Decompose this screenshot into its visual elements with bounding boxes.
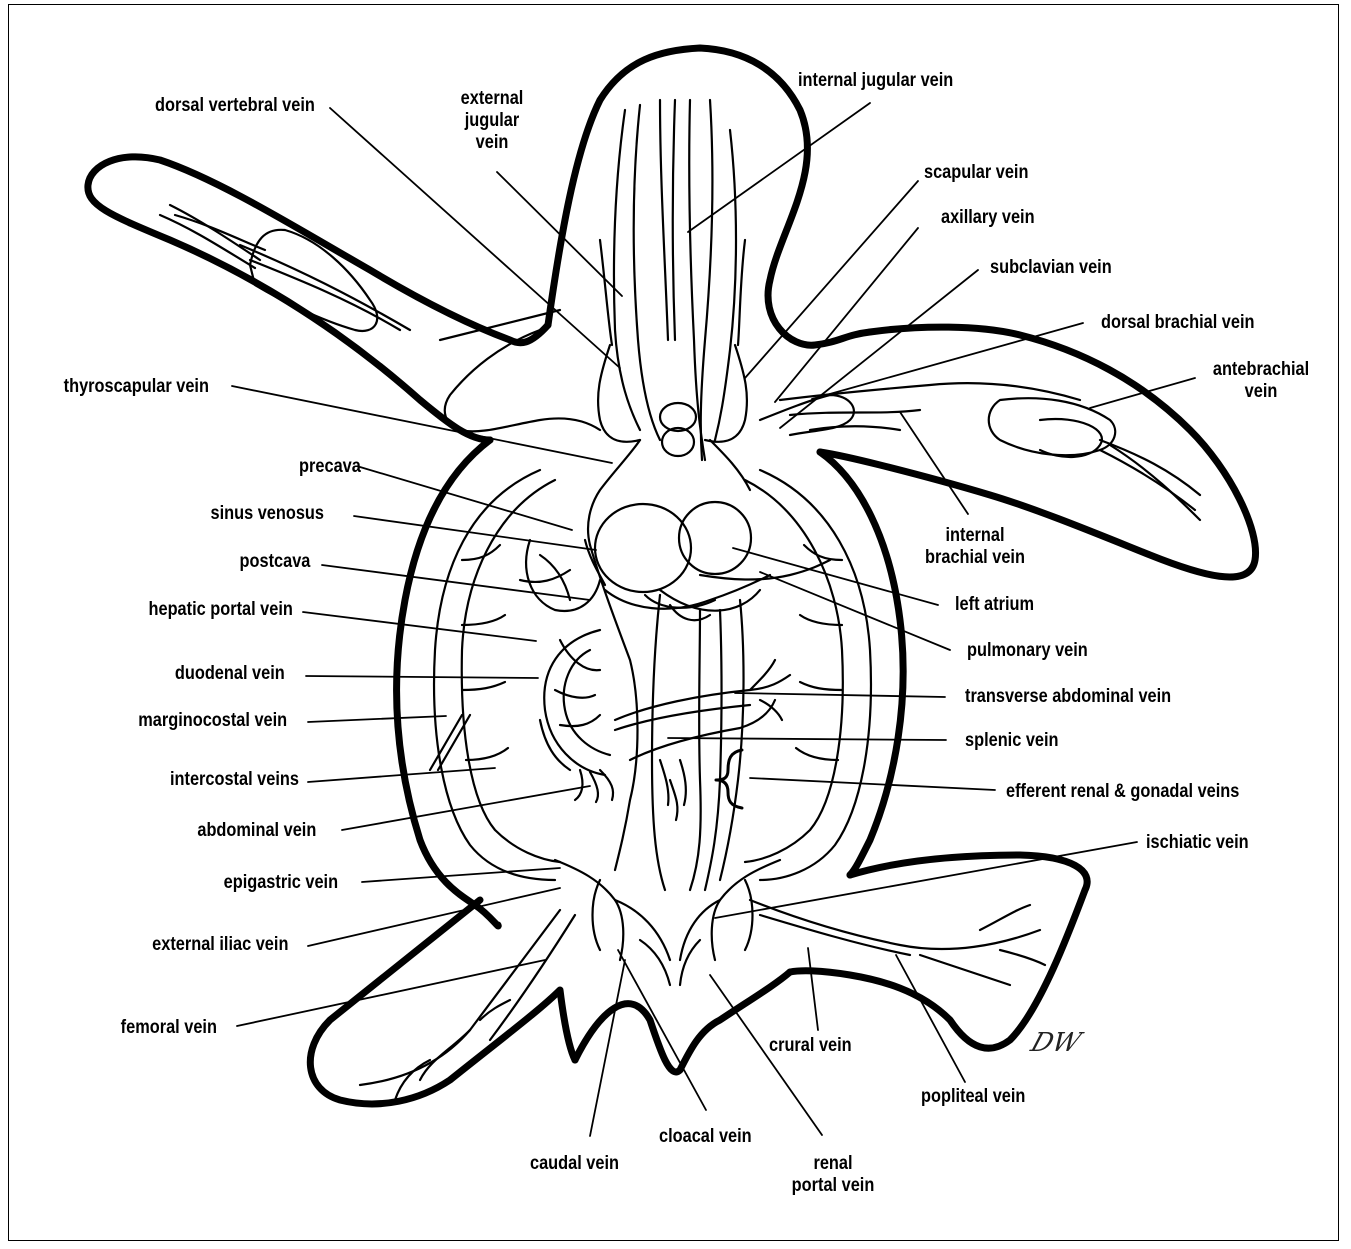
label-abdominal-vein: abdominal vein (197, 820, 316, 842)
label-popliteal-vein: popliteal vein (921, 1086, 1025, 1108)
label-hepatic-portal-vein: hepatic portal vein (149, 599, 293, 621)
label-dorsal-vertebral-vein: dorsal vertebral vein (155, 95, 315, 117)
label-efferent-renal-gonadal-veins: efferent renal & gonadal veins (1006, 781, 1239, 803)
label-internal-brachial-vein: internal brachial vein (923, 525, 1026, 569)
artist-signature: DW (1027, 1028, 1084, 1058)
label-splenic-vein: splenic vein (965, 730, 1059, 752)
label-marginocostal-vein: marginocostal vein (138, 710, 287, 732)
shell-right-outline (820, 452, 903, 875)
tail-outline (575, 972, 790, 1072)
right-rear-flipper-outline (790, 855, 1087, 1048)
label-precava: precava (299, 456, 361, 478)
label-subclavian-vein: subclavian vein (990, 257, 1112, 279)
label-axillary-vein: axillary vein (941, 207, 1035, 229)
label-femoral-vein: femoral vein (121, 1017, 217, 1039)
label-dorsal-brachial-vein: dorsal brachial vein (1101, 312, 1254, 334)
label-cloacal-vein: cloacal vein (659, 1126, 752, 1148)
sinus-venosus-shape (595, 504, 691, 592)
label-renal-portal-vein: renal portal vein (786, 1153, 881, 1197)
label-crural-vein: crural vein (769, 1035, 852, 1057)
label-scapular-vein: scapular vein (924, 162, 1028, 184)
label-left-atrium: left atrium (955, 594, 1034, 616)
label-transverse-abdominal-vein: transverse abdominal vein (965, 686, 1171, 708)
label-pulmonary-vein: pulmonary vein (967, 640, 1088, 662)
label-caudal-vein: caudal vein (530, 1153, 619, 1175)
label-sinus-venosus: sinus venosus (210, 503, 324, 525)
label-ischiatic-vein: ischiatic vein (1146, 832, 1249, 854)
label-postcava: postcava (239, 551, 310, 573)
label-intercostal-veins: intercostal veins (170, 769, 299, 791)
label-external-jugular-vein: external jugular vein (458, 88, 527, 154)
label-thyroscapular-vein: thyroscapular vein (64, 376, 209, 398)
label-internal-jugular-vein: internal jugular vein (798, 70, 953, 92)
label-epigastric-vein: epigastric vein (224, 872, 338, 894)
label-external-iliac-vein: external iliac vein (152, 934, 288, 956)
label-antebrachial-vein: antebrachial vein (1205, 359, 1317, 403)
label-duodenal-vein: duodenal vein (175, 663, 285, 685)
